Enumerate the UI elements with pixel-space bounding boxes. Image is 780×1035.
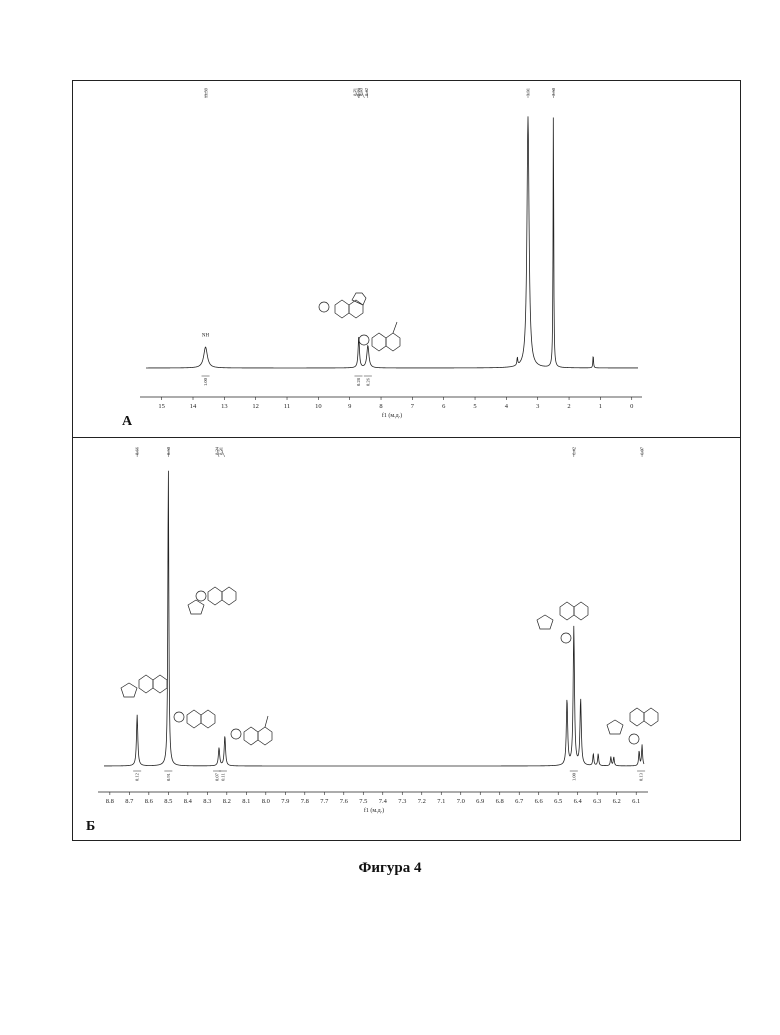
x-tick-label: 8.7	[125, 798, 134, 805]
x-tick-label: 7.4	[379, 798, 388, 805]
x-tick-label: 6.4	[574, 798, 583, 805]
x-tick-label: 7.2	[418, 798, 426, 805]
x-tick-label: 0	[630, 403, 633, 410]
x-tick-label: 14	[190, 403, 197, 410]
x-tick-label: 7.9	[281, 798, 289, 805]
x-tick-label: 6.5	[554, 798, 562, 805]
spectrum-panel-a: 1514131211109876543210f1 (м.д.)А13.598.7…	[122, 87, 642, 429]
x-tick-label: 8.3	[203, 798, 211, 805]
spectrum-panel-b: 8.8 8.7 8.6 8.5 8.4 8.3 8.2 8.1 8.0 7.9 7.8 7.7 7.6 7…	[86, 446, 648, 834]
x-tick-label: 8.2	[223, 798, 231, 805]
x-tick-label: 1	[599, 403, 602, 410]
x-tick-label: 5	[473, 403, 476, 410]
x-tick-label: 8.1	[242, 798, 250, 805]
structure-azidopurine-b	[231, 716, 272, 745]
panel-letter: А	[122, 414, 133, 429]
x-axis-title: f1 (м.д.)	[382, 412, 402, 419]
x-tick-label: 6	[442, 403, 446, 410]
peak-label: 8.53	[358, 87, 363, 96]
x-tick-label: 10	[315, 403, 322, 410]
x-tick-label: 11	[284, 403, 290, 410]
structure-tetrazolopurine-a	[319, 293, 366, 318]
x-tick-label: 6.2	[613, 798, 621, 805]
x-tick-label: 8	[379, 403, 382, 410]
x-tick-label: 9	[348, 403, 351, 410]
x-tick-label: 7.8	[301, 798, 309, 805]
panel-letter: Б	[86, 819, 95, 834]
integral-value: 0.07	[215, 772, 220, 781]
x-tick-label: 7.1	[437, 798, 445, 805]
structure-nucleoside-b1	[188, 587, 236, 614]
x-tick-label: 8.6	[145, 798, 154, 805]
structure-nucleoside-b2	[121, 675, 167, 697]
structure-nucleoside-b3	[537, 602, 588, 643]
x-tick-label: 7.0	[457, 798, 465, 805]
peak-label: 8.21	[219, 447, 224, 455]
x-tick-label: 6.9	[476, 798, 484, 805]
x-tick-label: 7.3	[398, 798, 406, 805]
x-tick-label: 15	[158, 403, 165, 410]
x-tick-label: 8.0	[262, 798, 270, 805]
x-tick-label: 7.5	[359, 798, 367, 805]
x-tick-label: 12	[252, 403, 259, 410]
x-tick-label: 8.5	[164, 798, 172, 805]
peak-annotation: NH	[202, 334, 210, 339]
x-tick-label: 8.4	[184, 798, 193, 805]
x-tick-label: 7	[411, 403, 415, 410]
integral-value: 0.12	[135, 773, 140, 781]
x-tick-label: 6.1	[632, 798, 640, 805]
integral-value: 0.11	[220, 773, 225, 781]
x-tick-label: 8.8	[106, 798, 114, 805]
x-tick-label: 7.6	[340, 798, 349, 805]
x-tick-label: 13	[221, 403, 228, 410]
x-tick-label: 4	[505, 403, 509, 410]
integral-value: 0.91	[166, 773, 171, 781]
spectrum-trace	[104, 471, 644, 766]
integral-value: 0.13	[639, 772, 644, 781]
x-tick-label: 7.7	[320, 798, 329, 805]
x-tick-label: 6.7	[515, 798, 524, 805]
structure-tetrazolopurine-b	[174, 710, 215, 728]
x-tick-label: 2	[567, 403, 570, 410]
x-axis-title: f1 (м.д.)	[364, 807, 384, 814]
integral-value: 0.26	[365, 377, 370, 386]
x-tick-label: 3	[536, 403, 539, 410]
peak-label: 8.42	[364, 88, 369, 96]
integral-value: 1.00	[571, 772, 576, 781]
figure-caption: Фигура 4	[0, 860, 780, 877]
spectrum-trace	[146, 116, 638, 368]
structure-azidopurine-a	[359, 322, 400, 351]
integral-value: 0.28	[356, 377, 361, 386]
integral-value: 1.00	[203, 377, 208, 386]
x-tick-label: 6.6	[535, 798, 544, 805]
x-tick-label: 6.3	[593, 798, 601, 805]
structure-nucleoside-b4	[607, 708, 658, 744]
x-tick-label: 6.8	[496, 798, 504, 805]
